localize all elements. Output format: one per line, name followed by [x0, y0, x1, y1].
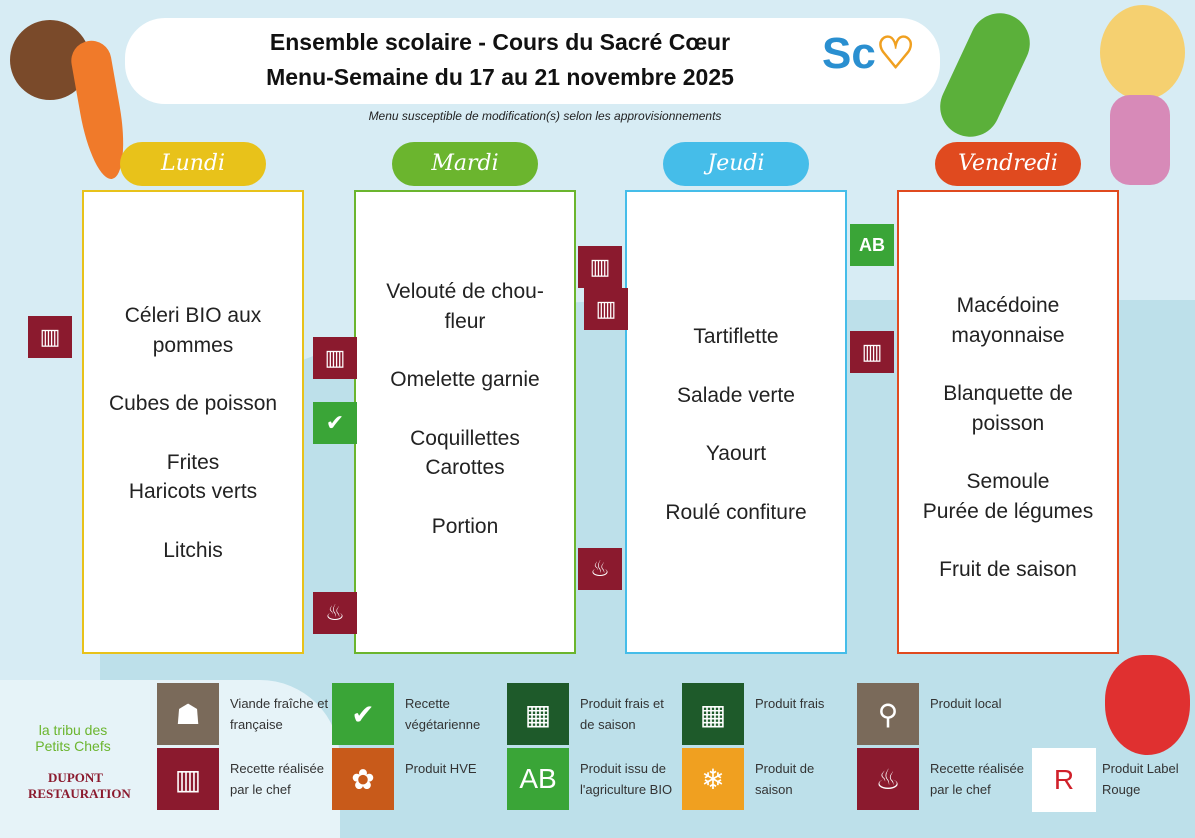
chef-hat-icon: ▥ — [28, 316, 72, 358]
legend-label: Produit frais — [755, 696, 825, 711]
legend-label: Produit Label Rouge — [1102, 761, 1179, 797]
chef-hat-icon: ▥ — [578, 246, 622, 288]
menu-item: Tartiflette — [693, 325, 779, 348]
fresh-crate-icon: ▦ — [682, 683, 744, 745]
chef-hat-icon: ▥ — [584, 288, 628, 330]
legend-label: Produit issu de l'agriculture BIO — [580, 761, 673, 797]
school-logo: Sc♡ — [822, 29, 916, 78]
disclaimer: Menu susceptible de modification(s) selo… — [368, 109, 722, 123]
menu-item: Salade verte — [677, 383, 795, 407]
legend-label: Recette réalisée par le chef — [930, 761, 1024, 797]
menu-item: Roulé confiture — [665, 500, 807, 524]
menu-item: Velouté de chou-fleur — [386, 280, 544, 333]
location-pin-icon: ⚲ — [857, 683, 919, 745]
legend-label: Viande fraîche et française — [230, 696, 329, 732]
girl-body-illustration — [1110, 95, 1170, 185]
school-title: Ensemble scolaire - Cours du Sacré Cœur — [269, 29, 731, 55]
menu-item: Semoule Purée de légumes — [922, 470, 1094, 523]
menu-week-title: Menu-Semaine du 17 au 21 novembre 2025 — [266, 64, 734, 90]
ab-bio-icon: AB — [850, 224, 894, 266]
menu-item: Blanquette de poisson — [943, 382, 1073, 435]
menu-item: Céleri BIO aux pommes — [124, 304, 262, 357]
menu-item: Omelette garnie — [390, 368, 540, 391]
cupcake-icon: ♨ — [857, 748, 919, 810]
legend-label: Produit local — [930, 696, 1002, 711]
day-label-jeudi: Jeudi — [663, 142, 809, 186]
legend-label: Recette végétarienne — [405, 696, 481, 732]
day-label-lundi: Lundi — [120, 142, 266, 186]
menu-item: Fruit de saison — [939, 558, 1077, 581]
title-card — [125, 18, 940, 104]
menu-item: Portion — [431, 514, 499, 538]
label-rouge-icon: R — [1032, 748, 1096, 812]
fresh-seasonal-icon: ▦ — [507, 683, 569, 745]
vegetarian-leaf-icon: ✔ — [313, 402, 357, 444]
menu-item: Litchis — [163, 538, 223, 562]
tribu-logo: la tribu des Petits Chefs — [35, 722, 111, 754]
legend-label: Recette réalisée par le chef — [230, 761, 324, 797]
menu-item: Frites Haricots verts — [128, 450, 258, 504]
dupont-logo: DUPONT RESTAURATION — [28, 770, 131, 801]
chef-hat-icon: ▥ — [850, 331, 894, 373]
day-label-mardi: Mardi — [392, 142, 538, 186]
season-icon: ❄ — [682, 748, 744, 810]
menu-item: Macédoine mayonnaise — [951, 294, 1065, 347]
ab-bio-icon: AB — [507, 748, 569, 810]
day-label-vendredi: Vendredi — [935, 142, 1081, 186]
strawberry-illustration — [1105, 655, 1190, 755]
chef-hat-icon: ▥ — [313, 337, 357, 379]
menu-item: Cubes de poisson — [108, 392, 278, 415]
menu-item: Yaourt — [705, 442, 767, 465]
menu-item: Coquillettes Carottes — [410, 426, 520, 480]
french-meat-icon: ☗ — [157, 683, 219, 745]
vegetarian-leaf-icon: ✔ — [332, 683, 394, 745]
girl-chef-illustration — [1100, 5, 1185, 100]
chef-hat-icon: ▥ — [157, 748, 219, 810]
cupcake-icon: ♨ — [578, 548, 622, 590]
legend-label: Produit frais et de saison — [580, 696, 664, 732]
cupcake-icon: ♨ — [313, 592, 357, 634]
legend-label: Produit HVE — [405, 761, 477, 776]
peas-illustration — [930, 3, 1040, 147]
hve-icon: ✿ — [332, 748, 394, 810]
legend-label: Produit de saison — [755, 761, 815, 797]
